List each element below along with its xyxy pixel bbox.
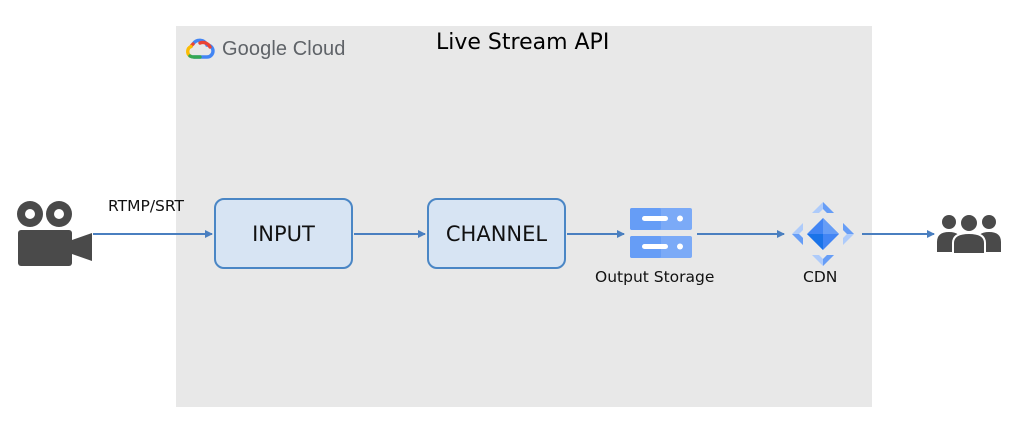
video-camera-icon: [17, 201, 92, 266]
google-cloud-logo-icon: [186, 38, 215, 59]
channel-label: CHANNEL: [445, 221, 548, 246]
protocol-label: RTMP/SRT: [108, 197, 185, 215]
input-node: INPUT: [214, 198, 353, 269]
google-cloud-brand: Google Cloud: [185, 34, 346, 64]
storage-server-icon: [630, 208, 692, 258]
brand-name: Google Cloud: [222, 37, 346, 60]
cdn-label: CDN: [803, 268, 838, 286]
users-group-icon: [937, 213, 1001, 254]
storage-label: Output Storage: [595, 268, 715, 286]
channel-node: CHANNEL: [427, 198, 566, 269]
input-label: INPUT: [252, 221, 315, 246]
diagram-title: Live Stream API: [436, 30, 610, 55]
cdn-icon: [792, 202, 854, 266]
